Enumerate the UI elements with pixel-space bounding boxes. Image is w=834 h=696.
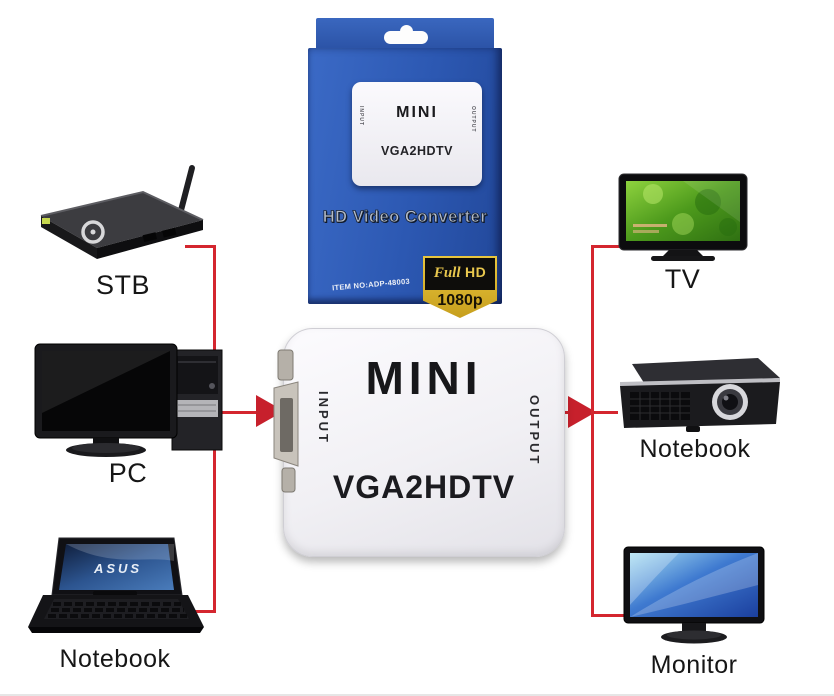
package-input-label: INPUT [358, 106, 364, 126]
vga2hdtv-converter: MINI VGA2HDTV INPUT OUTPUT [283, 328, 565, 557]
full-hd-badge: Full HD 1080p [423, 256, 497, 318]
source-stb: STB [28, 160, 218, 301]
badge-1080p: 1080p [437, 292, 483, 309]
device-label: STB [95, 270, 150, 300]
device-label: Monitor [650, 651, 738, 679]
package-brand: MINI [396, 104, 438, 121]
tv-icon [618, 173, 747, 261]
connector-line-monitor [594, 614, 628, 617]
desktop-pc-icon [34, 343, 222, 457]
set-top-box-icon [40, 165, 203, 259]
badge-full: Full [433, 265, 461, 281]
device-label: Notebook [59, 645, 171, 673]
product-package: MINI VGA2HDTV INPUT OUTPUT HD Video Conv… [308, 16, 502, 318]
converter-brand: MINI [365, 352, 483, 404]
vga-port-icon [273, 349, 299, 493]
package-model: VGA2HDTV [380, 144, 454, 158]
output-tv: TV [610, 172, 755, 295]
package-front: MINI VGA2HDTV INPUT OUTPUT HD Video Conv… [308, 48, 502, 318]
source-notebook: ASUS Notebook [20, 535, 210, 674]
output-projector: Notebook [606, 350, 784, 464]
package-output-label: OUTPUT [470, 106, 476, 133]
connector-line-tv [594, 245, 622, 248]
device-label: Notebook [639, 435, 751, 463]
badge-hd: HD [464, 264, 487, 280]
laptop-icon: ASUS [27, 537, 204, 633]
package-device-photo: MINI VGA2HDTV INPUT OUTPUT [352, 82, 482, 186]
converter-output-label: OUTPUT [527, 395, 542, 467]
converter-input-label: INPUT [316, 391, 331, 445]
connector-line-notebook [185, 610, 215, 613]
device-label: PC [108, 458, 148, 488]
converter-model: VGA2HDTV [332, 469, 516, 505]
package-hang-tab [316, 18, 494, 52]
output-monitor: Monitor [618, 545, 770, 680]
source-pc: PC [28, 338, 228, 489]
connector-line-right-vertical [591, 245, 594, 617]
monitor-icon [623, 546, 765, 644]
connector-line-input [196, 411, 258, 414]
device-label: TV [664, 264, 701, 294]
package-item-number: ITEM NO:ADP-48003 [331, 276, 411, 293]
connector-line-stb [185, 245, 215, 248]
laptop-screen-brand: ASUS [92, 561, 141, 576]
projector-icon [619, 358, 780, 432]
package-product-name: HD Video Converter [322, 208, 488, 227]
